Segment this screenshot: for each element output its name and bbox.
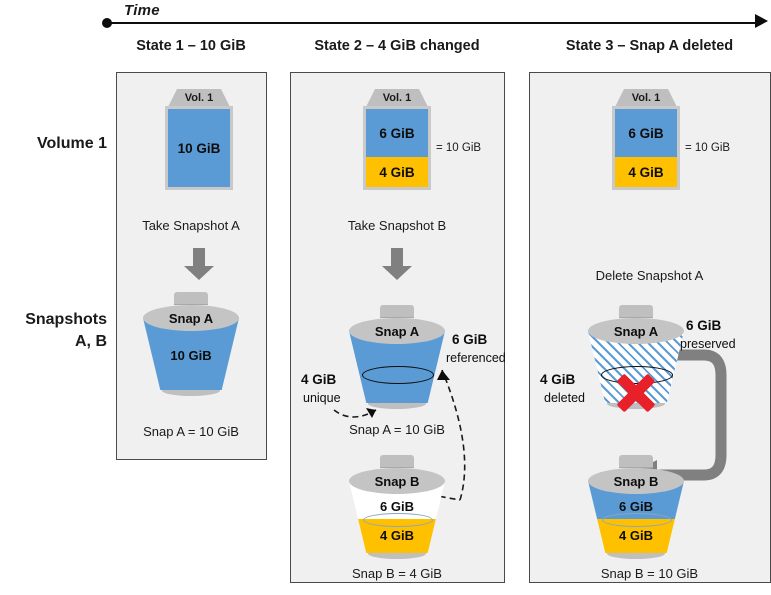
annotation-unique-value-2: 4 GiB — [301, 372, 337, 387]
row-label-snapshots: Snapshots A, B — [0, 309, 107, 352]
snapshot-a-lid-label-2: Snap A — [349, 318, 445, 344]
down-arrow-2 — [382, 248, 412, 280]
snapshot-neck-icon — [619, 455, 653, 468]
snapshot-a-2: Snap A — [349, 305, 445, 409]
delete-x-icon — [613, 371, 659, 415]
row-label-snapshots-line2: A, B — [75, 332, 107, 350]
step-text-2: Take Snapshot B — [347, 218, 447, 233]
snapshot-b-lid-label-3: Snap B — [588, 468, 684, 494]
snapshot-b-3: Snap B 6 GiB 4 GiB — [588, 455, 684, 559]
snapshot-b-divider-line-2 — [363, 513, 433, 527]
annotation-preserved-label-3: preserved — [680, 337, 736, 351]
snapshot-b-divider-line-3 — [602, 513, 672, 527]
snapshot-neck-icon — [174, 292, 208, 305]
snapshot-neck-icon — [619, 305, 653, 318]
volume-tab-label-3: Vol. 1 — [615, 89, 677, 107]
volume-total-label-3: = 10 GiB — [685, 142, 731, 154]
volume-tab-3: Vol. 1 — [615, 89, 677, 107]
volume-tab-label-2: Vol. 1 — [366, 89, 428, 107]
timeline-start-dot-icon — [102, 18, 112, 28]
snapshot-a-caption-2: Snap A = 10 GiB — [349, 422, 445, 437]
timeline-arrow-icon — [755, 14, 768, 28]
volume-segment-yellow-2: 4 GiB — [366, 157, 428, 187]
snapshot-a-lid-label-3: Snap A — [588, 318, 684, 344]
annotation-referenced-label-2: referenced — [446, 351, 506, 365]
snapshot-a-3: Snap A — [588, 305, 684, 413]
annotation-preserved-value-3: 6 GiB — [686, 318, 722, 333]
snapshot-a-fill-label-1: 10 GiB — [170, 348, 212, 363]
volume-tab-1: Vol. 1 — [168, 89, 230, 107]
volume-segment-yellow-3: 4 GiB — [615, 157, 677, 187]
down-arrow-1 — [184, 248, 214, 280]
row-label-volume: Volume 1 — [37, 135, 107, 152]
snapshot-neck-icon — [380, 455, 414, 468]
annotation-deleted-value-3: 4 GiB — [540, 372, 576, 387]
snapshot-neck-icon — [380, 305, 414, 318]
snapshot-a-divider-line-2 — [362, 366, 434, 384]
step-text-3: Delete Snapshot A — [595, 268, 704, 283]
state-title-2: State 2 – 4 GiB changed — [314, 38, 480, 54]
annotation-deleted-label-3: deleted — [544, 391, 586, 405]
annotation-unique-label-2: unique — [303, 391, 341, 405]
timeline-axis — [107, 22, 759, 24]
snapshot-a-1: Snap A 10 GiB — [143, 292, 239, 396]
row-label-snapshots-line1: Snapshots — [25, 311, 107, 328]
snapshot-b-bottom-label-3: 4 GiB — [619, 528, 653, 543]
volume-tab-label-1: Vol. 1 — [168, 89, 230, 107]
step-text-1: Take Snapshot A — [142, 218, 240, 233]
snapshot-b-lid-label-2: Snap B — [349, 468, 445, 494]
snapshot-b-top-label-3: 6 GiB — [619, 499, 653, 514]
volume-tab-2: Vol. 1 — [366, 89, 428, 107]
volume-segment-blue-3: 6 GiB — [615, 109, 677, 158]
timeline-label: Time — [124, 2, 160, 19]
volume-segment-blue-1: 10 GiB — [168, 109, 230, 187]
volume-box-3: 6 GiB 4 GiB — [612, 106, 680, 190]
volume-box-1: 10 GiB — [165, 106, 233, 190]
snapshot-b-bottom-label-2: 4 GiB — [380, 528, 414, 543]
volume-total-label-2: = 10 GiB — [436, 142, 482, 154]
snapshot-a-lid-label-1: Snap A — [143, 305, 239, 331]
state-title-3: State 3 – Snap A deleted — [565, 38, 734, 54]
snapshot-a-caption-1: Snap A = 10 GiB — [143, 424, 239, 439]
snapshot-b-2: Snap B 6 GiB 4 GiB — [349, 455, 445, 559]
volume-box-2: 6 GiB 4 GiB — [363, 106, 431, 190]
snapshot-b-top-label-2: 6 GiB — [380, 499, 414, 514]
snapshot-b-caption-2: Snap B = 4 GiB — [352, 566, 442, 581]
annotation-referenced-value-2: 6 GiB — [452, 332, 488, 347]
snapshot-b-caption-3: Snap B = 10 GiB — [600, 566, 699, 581]
volume-segment-blue-2: 6 GiB — [366, 109, 428, 158]
state-title-1: State 1 – 10 GiB — [136, 38, 246, 54]
